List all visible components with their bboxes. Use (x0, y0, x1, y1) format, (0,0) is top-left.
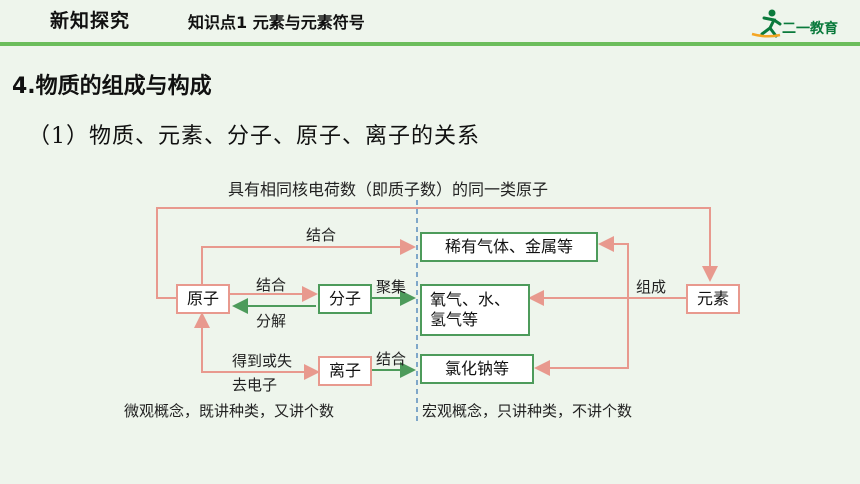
header-subtitle: 知识点1 元素与元素符号 (188, 13, 365, 32)
label-gain-lose-2: 去电子 (232, 376, 278, 394)
node-oxygen-water: 氧气、水、 氢气等 (420, 284, 530, 336)
label-combine-top: 结合 (306, 226, 337, 244)
node-atom: 原子 (176, 284, 230, 314)
logo-text: 二一教育 (782, 21, 838, 37)
edge-element-noble (598, 236, 629, 298)
header-band (0, 0, 860, 50)
node-noble-metal: 稀有气体、金属等 (420, 232, 598, 262)
diagram-lines (156, 200, 718, 422)
edge-element-salt (534, 298, 629, 376)
node-oxygen-line2: 氢气等 (430, 310, 479, 329)
node-salt: 氯化钠等 (420, 354, 534, 384)
footer-macro: 宏观概念，只讲种类，不讲个数 (422, 402, 633, 420)
footer-micro: 微观概念，既讲种类，又讲个数 (124, 402, 335, 420)
label-gather: 聚集 (376, 278, 407, 296)
label-combine-ion: 结合 (376, 350, 407, 368)
node-ion: 离子 (318, 356, 372, 386)
header-bar (0, 42, 860, 46)
section-title: 4.物质的组成与构成 (12, 74, 212, 99)
relationship-diagram: 具有相同核电荷数（即质子数）的同一类原子 原子 分子 离子 元素 稀有气体、金属… (0, 160, 860, 430)
label-decompose: 分解 (256, 312, 287, 330)
node-molecule: 分子 (318, 284, 372, 314)
edge-atom-element (156, 207, 718, 299)
top-label: 具有相同核电荷数（即质子数）的同一类原子 (228, 180, 549, 199)
label-compose: 组成 (636, 278, 667, 296)
node-oxygen-line1: 氧气、水、 (430, 290, 511, 309)
node-element: 元素 (686, 284, 740, 314)
label-gain-lose-1: 得到或失 (232, 352, 293, 370)
label-combine-mid: 结合 (256, 276, 287, 294)
edge-atom-ion (201, 360, 320, 380)
subsection-title: （1）物质、元素、分子、原子、离子的关系 (28, 124, 480, 149)
logo-runner-icon (751, 9, 782, 38)
header-title: 新知探究 (50, 10, 131, 32)
edge-atom-noble (201, 239, 416, 284)
